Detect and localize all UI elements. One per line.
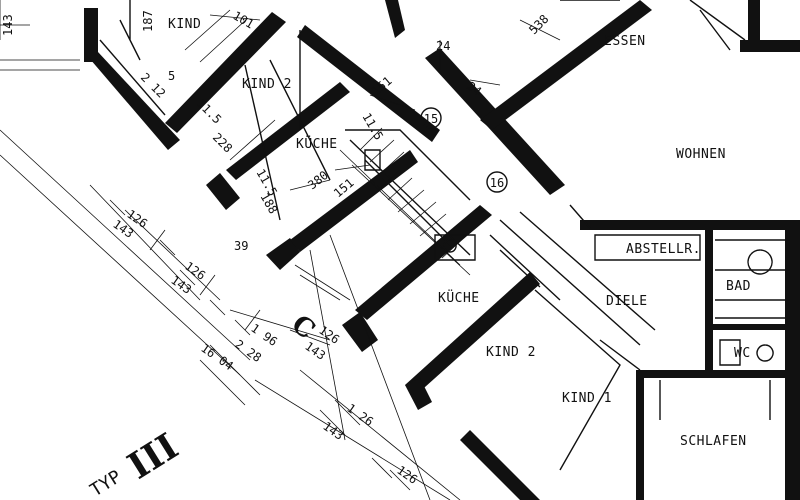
- room-label-kueche-bottom: KÜCHE: [438, 289, 480, 306]
- room-label-abstell: ABSTELLR.: [626, 242, 701, 257]
- room-label-kueche-top: KÜCHE: [296, 135, 338, 152]
- dim-143-corner: 143: [1, 14, 15, 36]
- room-label-kind1: KIND 1: [562, 391, 612, 406]
- dim-187: 187: [141, 10, 155, 32]
- circle-marker-16-label: 16: [490, 176, 504, 190]
- walls-right-wing: [342, 0, 800, 500]
- dim-24a: 24: [436, 39, 450, 53]
- walls-upper-left-wing: [84, 0, 440, 270]
- dim-39: 39: [234, 239, 248, 253]
- circle-marker-16: 16: [486, 171, 508, 193]
- circle-marker-15-label: 15: [424, 112, 438, 126]
- dimension-lines: [0, 0, 561, 500]
- room-label-kind-top: KIND: [168, 17, 201, 32]
- room-label-kind2-top: KIND 2: [242, 77, 292, 92]
- room-label-bad: BAD: [726, 279, 751, 294]
- room-label-schlafen: SCHLAFEN: [680, 434, 747, 449]
- room-label-kind2-bottom: KIND 2: [486, 345, 536, 360]
- room-label-wohnen: WOHNEN: [676, 147, 726, 162]
- room-label-wc: WC: [734, 346, 751, 361]
- room-label-diele: DIELE: [606, 294, 648, 309]
- dim-24b: 24: [464, 79, 484, 99]
- room-label-essen: ESSEN: [604, 34, 646, 49]
- circle-marker-15: 15: [420, 107, 442, 129]
- thin-lines: [99, 0, 790, 471]
- room-labels: KIND KIND 2 KÜCHE ESSEN WOHNEN ABSTELLR.…: [168, 17, 751, 449]
- dim-5: 5: [168, 69, 175, 83]
